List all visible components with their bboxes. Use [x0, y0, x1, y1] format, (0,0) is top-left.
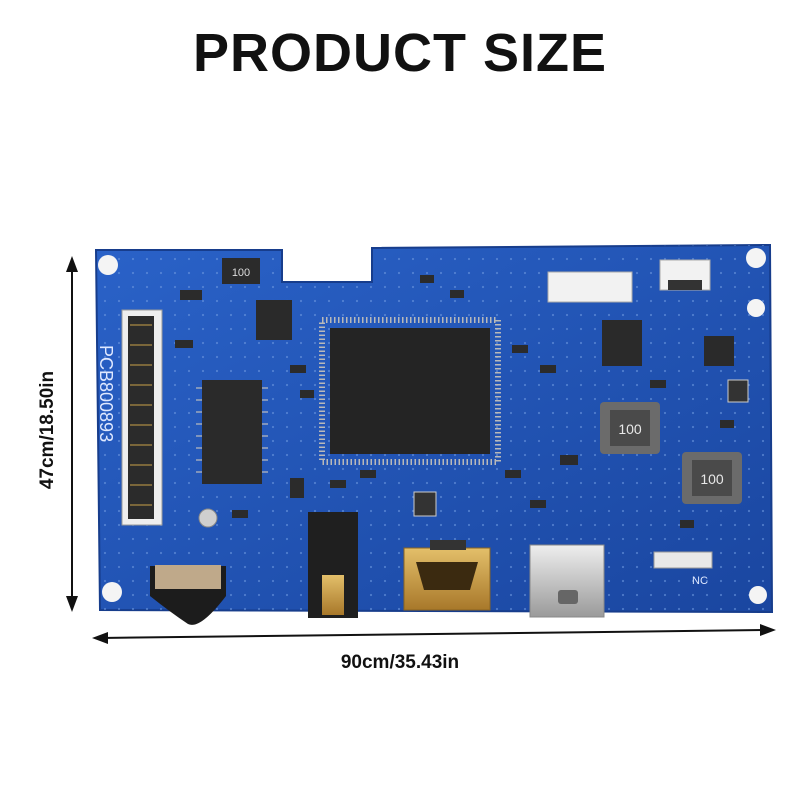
- top-chip: [222, 258, 260, 284]
- ic: [602, 320, 642, 366]
- inductor-label: 100: [618, 421, 642, 437]
- top-chip-label: 100: [232, 267, 250, 279]
- ic: [256, 300, 292, 340]
- pcb-silkscreen-text: PCB800893: [96, 345, 116, 442]
- ic: [413, 491, 437, 517]
- mount-hole: [98, 255, 118, 275]
- potentiometer: [198, 508, 218, 528]
- height-dimension-label: 47cm/18.50in: [37, 370, 58, 490]
- usb-c-port: [529, 544, 605, 618]
- ic: [727, 379, 749, 403]
- main-processor-chip: [330, 328, 490, 454]
- width-dimension-label: 90cm/35.43in: [340, 652, 460, 673]
- nc-label: NC: [692, 575, 708, 587]
- smd-components: [175, 275, 734, 528]
- driver-chip: [202, 380, 262, 484]
- connector-4pin: [547, 271, 633, 303]
- height-dimension-arrow: [66, 256, 78, 612]
- inductor-label: 100: [700, 471, 724, 487]
- fpc-pins: [130, 324, 152, 506]
- mount-hole: [102, 582, 122, 602]
- nc-connector: [653, 551, 713, 569]
- mount-hole: [747, 299, 765, 317]
- width-dimension-arrow: [92, 624, 776, 644]
- page-title: PRODUCT SIZE: [192, 23, 608, 83]
- ic: [704, 336, 734, 366]
- mount-hole: [746, 248, 766, 268]
- mount-hole: [749, 586, 767, 604]
